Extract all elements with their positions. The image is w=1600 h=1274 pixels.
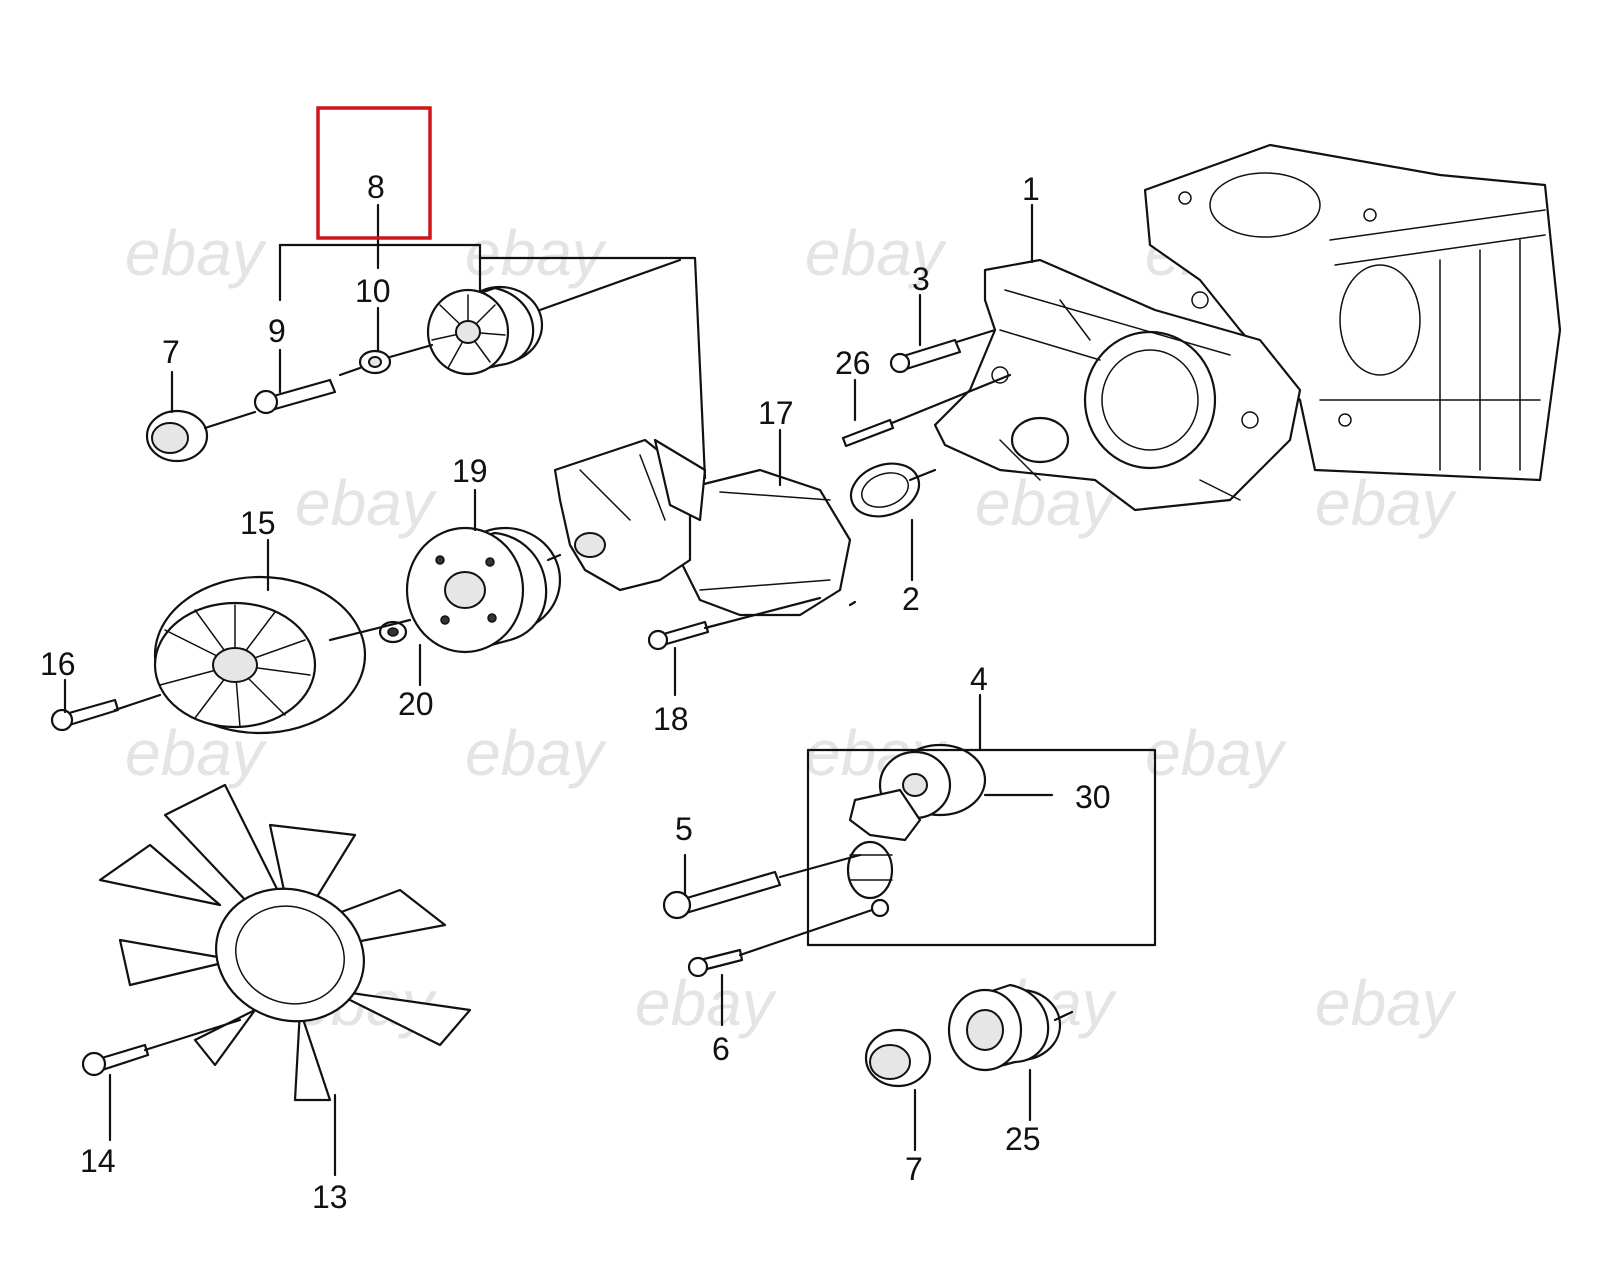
watermark: ebay [805,217,948,289]
callout-3: 3 [912,261,930,297]
callout-6: 6 [712,1031,730,1067]
watermark: ebay [295,467,438,539]
callout-4: 4 [970,661,988,697]
bolt-5 [662,870,782,920]
watermark: ebay [1315,967,1458,1039]
callout-10: 10 [355,273,391,309]
fan-clutch [153,575,367,735]
callout-18: 18 [653,701,689,737]
tensioner-assembly [846,743,987,918]
callout-7-lower: 7 [905,1151,923,1187]
engine-block [1143,143,1562,482]
leader-lines [63,203,1157,1177]
pulley-cap-upper [145,409,209,463]
timing-cover [933,258,1302,512]
callout-13: 13 [312,1179,348,1215]
highlight-box [316,106,432,240]
callout-19: 19 [452,453,488,489]
callout-14: 14 [80,1143,116,1179]
bolt-16 [50,698,120,732]
idler-pulley-25 [947,983,1074,1072]
callout-7: 7 [162,334,180,370]
idler-pulley-upper [426,285,544,376]
callout-26: 26 [835,345,871,381]
callout-2: 2 [902,581,920,617]
stud-26 [841,373,1012,448]
water-pump-housing [678,468,852,617]
callout-17: 17 [758,395,794,431]
callout-9: 9 [268,313,286,349]
watermark: ebay [1315,467,1458,539]
assembly-axis-lines [113,258,937,1052]
bolt-18 [647,620,710,651]
callout-30: 30 [1075,779,1111,815]
bolt-6 [687,948,744,978]
callout-5: 5 [675,811,693,847]
bolt-9 [253,378,337,415]
bolt-3 [889,328,997,374]
watermark: ebay [465,717,608,789]
watermark: ebay [465,217,608,289]
callout-20: 20 [398,686,434,722]
callout-labels: 8 10 9 7 1 3 26 17 19 15 2 16 20 18 4 30… [40,169,1111,1215]
pulley-cap-lower [864,1028,932,1088]
watermark: ebay [635,967,778,1039]
fan-clutch-hub [405,526,562,654]
spacer-10 [358,349,392,375]
water-pump-bracket [553,438,707,592]
callout-1: 1 [1022,171,1040,207]
callout-25: 25 [1005,1121,1041,1157]
watermark: ebay [1145,717,1288,789]
watermark: ebay [125,217,268,289]
bolt-14 [81,1043,150,1077]
crank-seal [849,462,921,518]
callout-15: 15 [240,505,276,541]
fan-blade [98,783,472,1102]
callout-16: 16 [40,646,76,682]
callout-8: 8 [367,169,385,205]
